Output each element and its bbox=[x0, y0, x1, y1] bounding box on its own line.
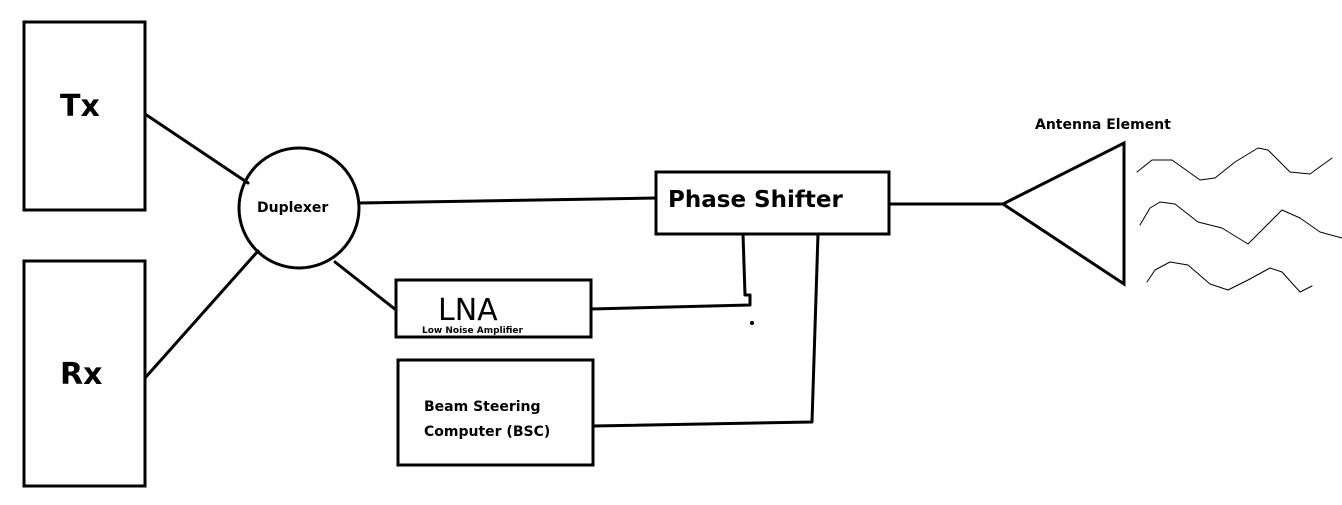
lna-label: LNA bbox=[438, 293, 498, 328]
lna-sublabel: Low Noise Amplifier bbox=[422, 326, 523, 336]
lna-to-phase-shifter-line bbox=[589, 232, 752, 311]
lna-box bbox=[394, 278, 593, 339]
antenna-triangle bbox=[1000, 140, 1126, 287]
rx-label: Rx bbox=[60, 357, 102, 392]
bsc-box bbox=[396, 358, 595, 467]
tx-to-duplexer-line bbox=[143, 112, 250, 185]
tx-label: Tx bbox=[60, 89, 100, 124]
bsc-to-phase-shifter-line bbox=[591, 232, 820, 428]
wave-line-2 bbox=[1139, 201, 1342, 245]
dot-mark bbox=[750, 321, 754, 325]
phase-shifter-box bbox=[654, 170, 891, 236]
bsc-label-line2: Computer (BSC) bbox=[424, 424, 550, 440]
connections bbox=[143, 112, 1005, 428]
duplexer-circle bbox=[237, 146, 361, 270]
radiated-waves bbox=[1136, 147, 1342, 293]
lna-block: LNA Low Noise Amplifier bbox=[394, 278, 593, 339]
bsc-label-line1: Beam Steering bbox=[424, 399, 541, 415]
antenna-label: Antenna Element bbox=[1035, 117, 1171, 133]
rx-to-duplexer-line bbox=[143, 249, 260, 380]
wave-line-1 bbox=[1136, 147, 1333, 181]
rx-box bbox=[22, 259, 147, 488]
bsc-block: Beam Steering Computer (BSC) bbox=[396, 358, 595, 467]
rx-block: Rx bbox=[22, 259, 147, 488]
phase-shifter-block: Phase Shifter bbox=[654, 170, 891, 236]
wave-line-3 bbox=[1146, 261, 1313, 293]
duplexer-to-lna-line bbox=[333, 260, 398, 312]
duplexer-to-phase-shifter-line bbox=[357, 196, 658, 205]
tx-box bbox=[22, 20, 147, 212]
duplexer-block: Duplexer bbox=[237, 146, 361, 270]
antenna-block: Antenna Element bbox=[1000, 117, 1171, 287]
duplexer-label: Duplexer bbox=[257, 200, 328, 216]
tx-block: Tx bbox=[22, 20, 147, 212]
phase-shifter-label: Phase Shifter bbox=[668, 187, 843, 213]
